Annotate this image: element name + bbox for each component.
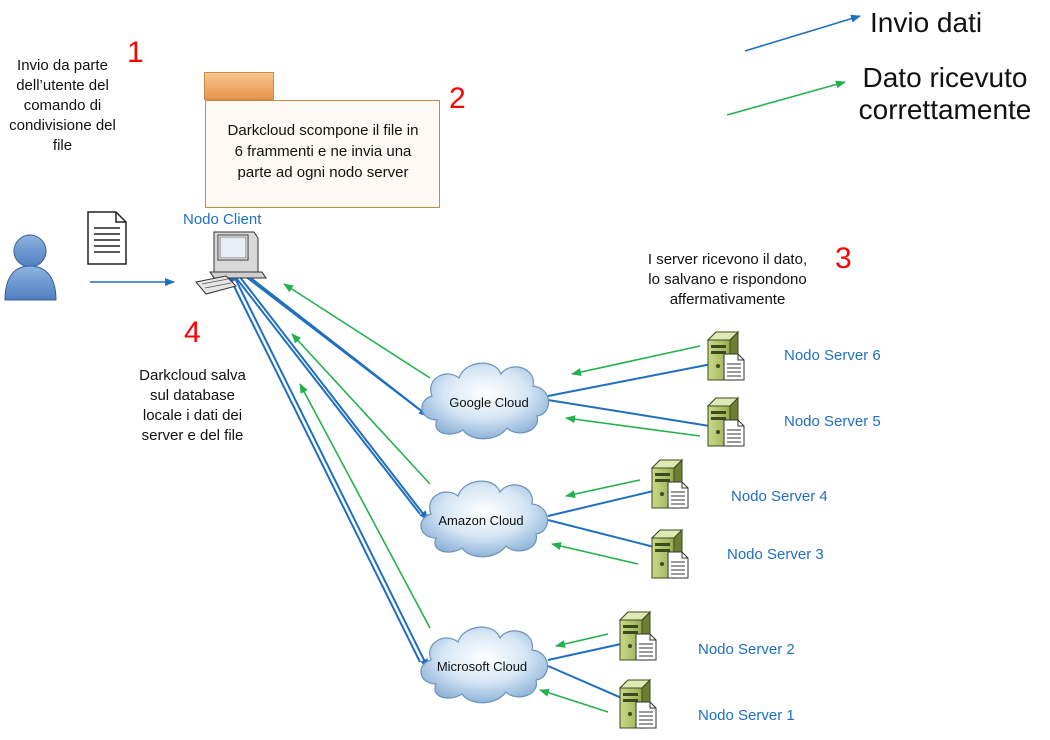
server-6-label: Nodo Server 6 <box>784 347 881 364</box>
client-to-amazon-arrow <box>235 271 429 521</box>
google-ack-arrow <box>283 283 431 379</box>
document-icon <box>87 211 127 265</box>
step-2-line: Darkcloud scompone il file in <box>227 122 419 139</box>
server1-ack-arrow <box>539 688 609 713</box>
amazon-ack-arrow <box>291 333 431 485</box>
step-1-line: dell’utente del <box>16 77 109 94</box>
step-2-line: 6 frammenti e ne invia una <box>234 143 412 160</box>
step-4-line: server e del file <box>141 427 244 444</box>
legend-send-arrow <box>744 14 861 52</box>
server-icon <box>707 331 745 381</box>
step-2-text: Darkcloud scompone il file in 6 framment… <box>208 120 438 183</box>
server2-ack-arrow <box>555 633 609 648</box>
cloud-google: Google Cloud <box>421 362 550 440</box>
client-to-microsoft-arrow <box>233 275 429 669</box>
step-1-line: condivisione del <box>9 117 116 134</box>
server-3 <box>651 529 689 579</box>
server3-ack-arrow <box>551 542 639 565</box>
cloud-amazon: Amazon Cloud <box>420 480 549 558</box>
step-3-line: I server ricevono il dato, <box>647 251 808 268</box>
google-to-server5-arrow <box>547 399 723 431</box>
server4-ack-arrow <box>565 479 641 499</box>
step-2-number: 2 <box>449 82 466 115</box>
server-5 <box>707 397 745 447</box>
server-3-label: Nodo Server 3 <box>727 546 824 563</box>
server-icon <box>707 397 745 447</box>
cloud-microsoft: Microsoft Cloud <box>420 626 549 704</box>
server-1-label: Nodo Server 1 <box>698 707 795 724</box>
google-to-client-arrow <box>231 265 421 411</box>
server-icon <box>651 459 689 509</box>
amazon-to-server3-arrow <box>547 519 667 552</box>
google-to-server6-arrow <box>547 359 723 397</box>
legend-send-label: Invio dati <box>870 7 983 38</box>
cloud-microsoft-label: Microsoft Cloud <box>437 659 527 674</box>
computer-icon <box>195 231 267 295</box>
server-2-label: Nodo Server 2 <box>698 641 795 658</box>
legend-received-line: correttamente <box>858 94 1032 125</box>
step-2-line: parte ad ogni nodo server <box>237 164 409 181</box>
step-4-line: locale i dati dei <box>142 407 243 424</box>
step-4-text: Darkcloud salva sul database locale i da… <box>120 366 265 446</box>
step-1-text: Invio da parte dell’utente del comando d… <box>0 56 125 156</box>
server6-ack-arrow <box>571 345 701 376</box>
microsoft-ack-arrow <box>299 383 431 629</box>
microsoft-to-client-arrow <box>227 273 421 663</box>
step-3-line: lo salvano e rispondono <box>648 271 807 288</box>
cloud-amazon-label: Amazon Cloud <box>438 513 523 528</box>
step-3-line: affermativamente <box>669 291 786 308</box>
server-4 <box>651 459 689 509</box>
legend-received-line: Dato ricevuto <box>862 62 1028 93</box>
server5-ack-arrow <box>565 415 701 437</box>
step-1-number: 1 <box>127 36 144 69</box>
microsoft-to-server2-arrow <box>547 640 631 661</box>
client-label: Nodo Client <box>183 211 262 228</box>
note-box <box>205 100 440 208</box>
server-5-label: Nodo Server 5 <box>784 413 881 430</box>
server-2 <box>619 611 657 661</box>
server-icon <box>651 529 689 579</box>
legend-received-label: Dato ricevuto correttamente <box>850 62 1040 126</box>
note-tab <box>204 72 274 100</box>
server-4-label: Nodo Server 4 <box>731 488 828 505</box>
step-1-line: file <box>52 137 73 154</box>
server-icon <box>619 679 657 729</box>
step-1-line: Invio da parte <box>17 57 108 74</box>
server-6 <box>707 331 745 381</box>
step-4-number: 4 <box>184 316 201 349</box>
cloud-google-label: Google Cloud <box>449 395 529 410</box>
server-1 <box>619 679 657 729</box>
amazon-to-server4-arrow <box>547 486 667 517</box>
user-icon <box>4 234 57 301</box>
legend-received-arrow <box>726 80 846 116</box>
server-icon <box>619 611 657 661</box>
step-3-text: I server ricevono il dato, lo salvano e … <box>620 250 835 310</box>
step-4-line: Darkcloud salva <box>139 367 246 384</box>
step-3-number: 3 <box>835 242 852 275</box>
step-1-line: comando di <box>23 97 102 114</box>
amazon-to-client-arrow <box>229 269 421 515</box>
step-4-line: sul database <box>149 387 236 404</box>
